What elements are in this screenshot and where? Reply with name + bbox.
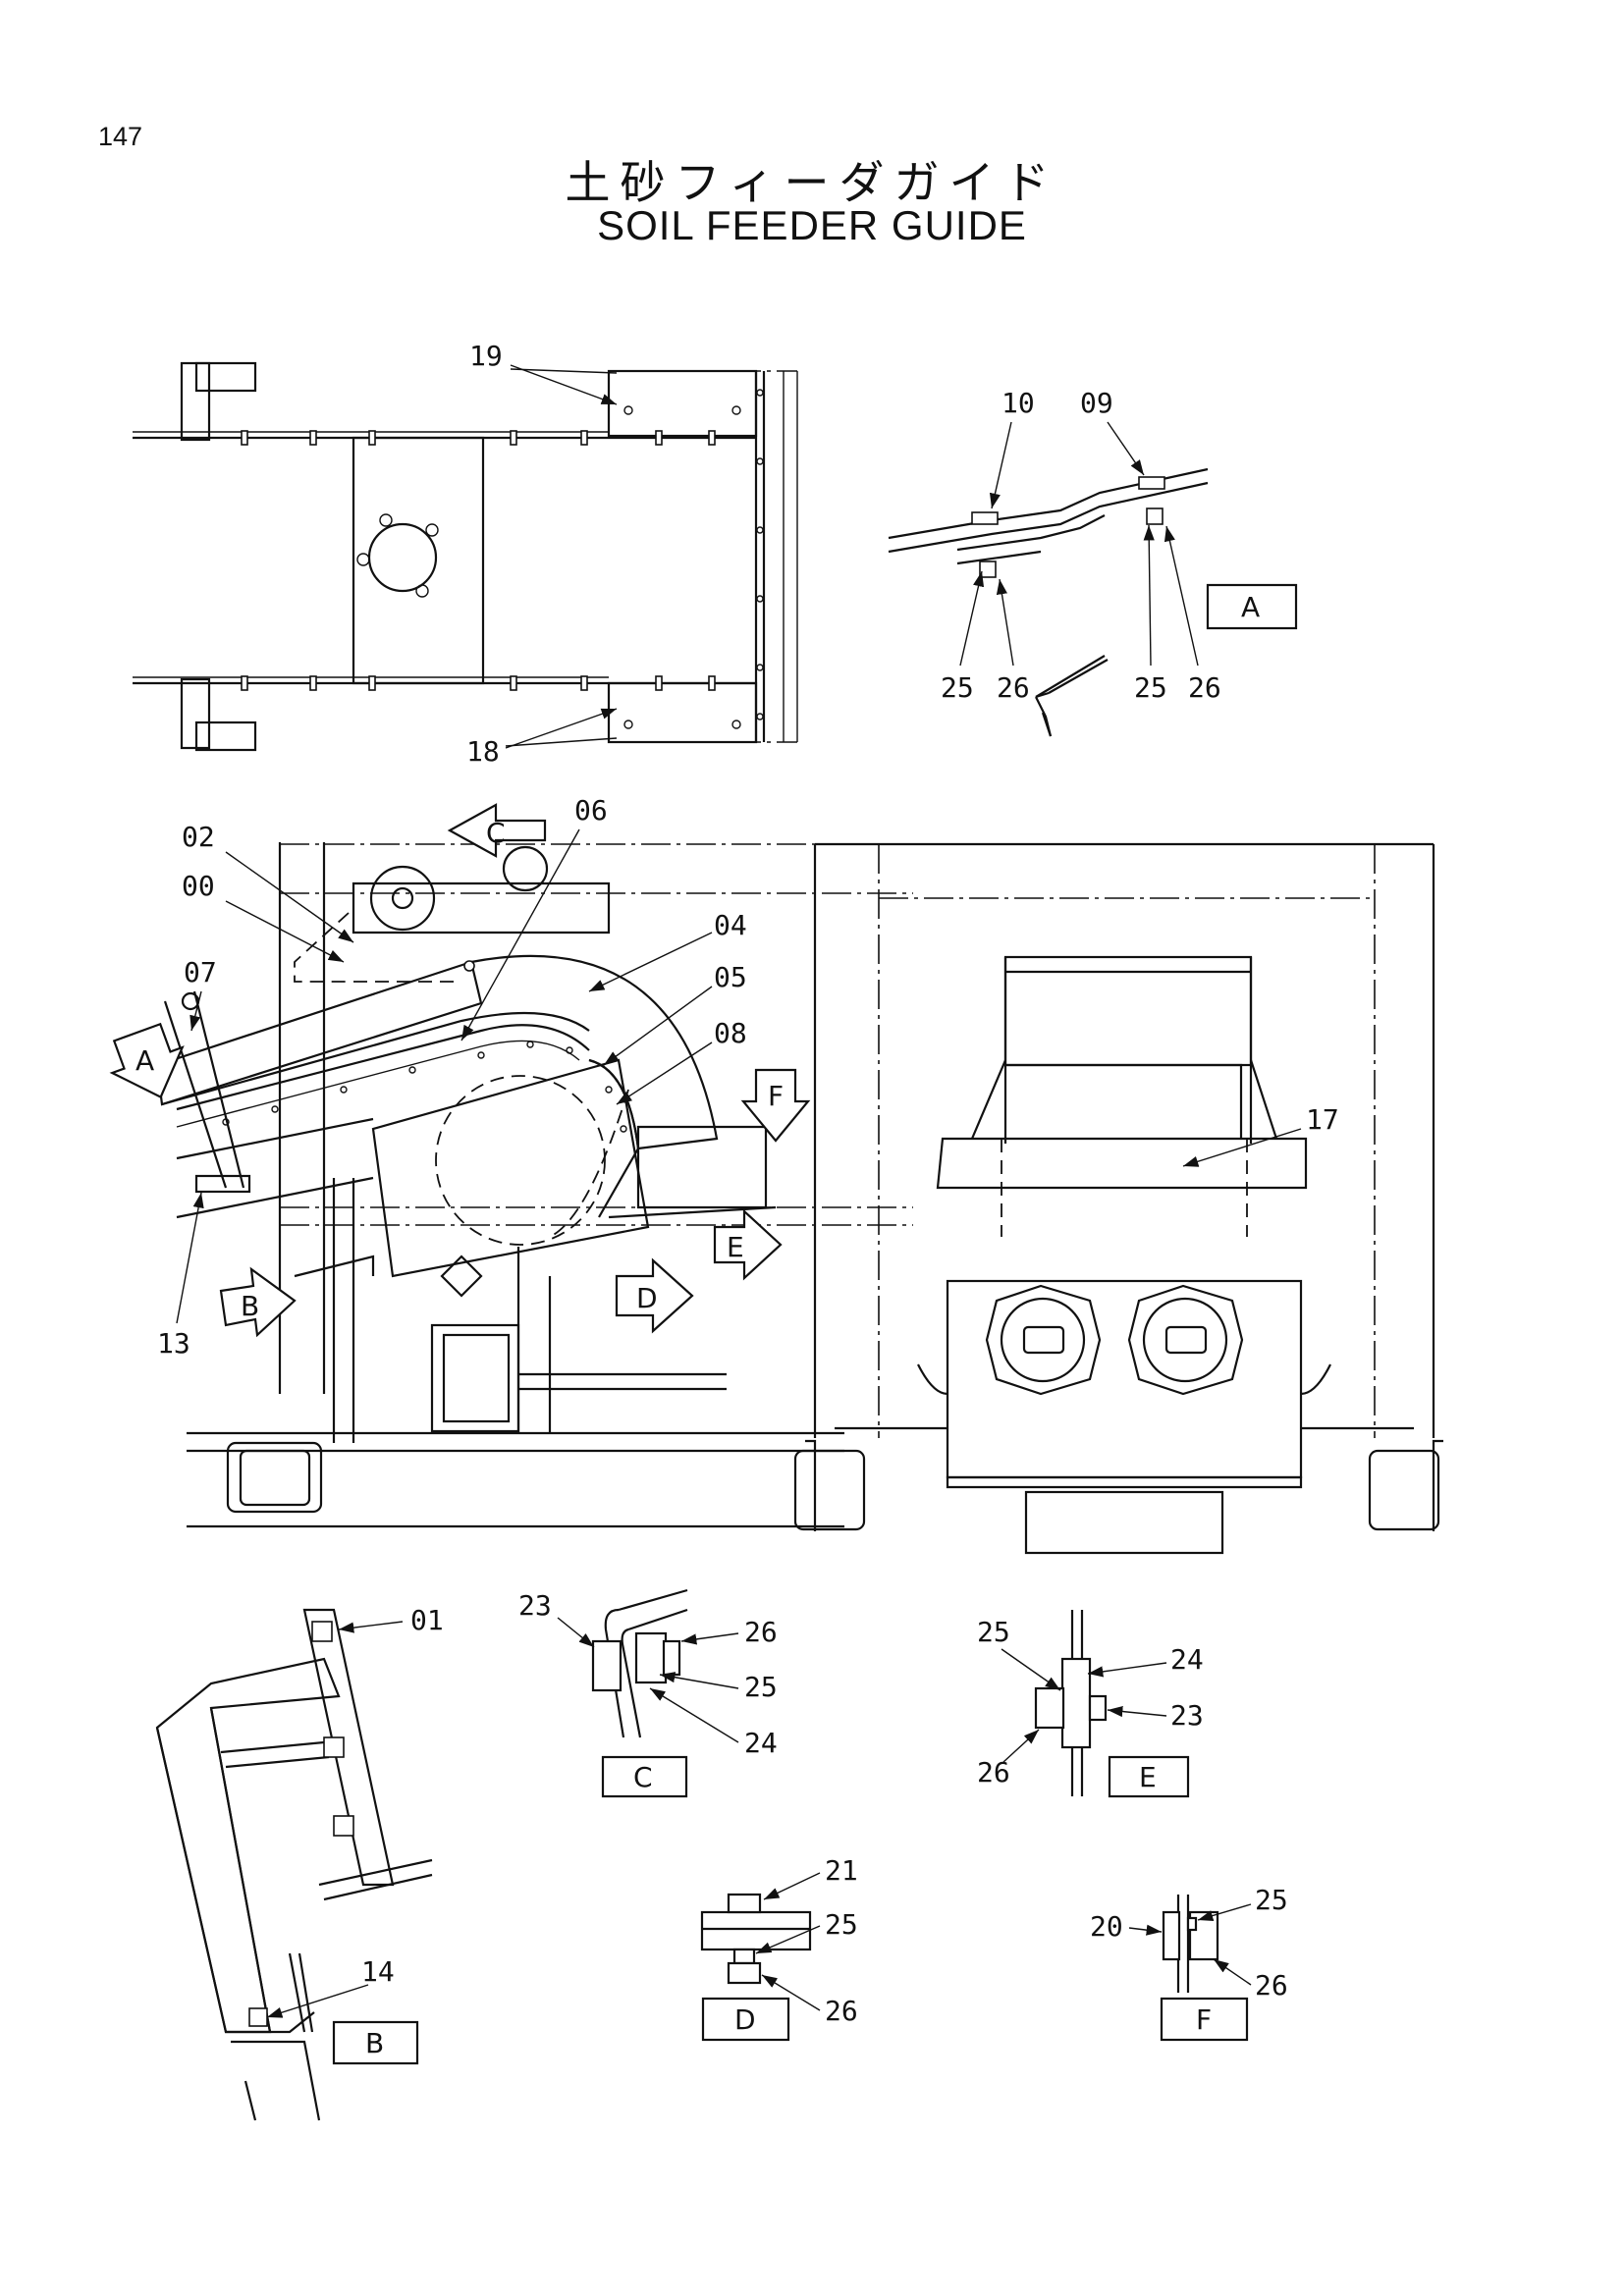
- view-label-b: B: [365, 2027, 384, 2059]
- part-callouts: 19 18 10 09 25 26 25 26 06 02 00 04 05 0…: [157, 340, 1339, 2027]
- callout-18: 18: [466, 735, 500, 768]
- side-view: [155, 842, 913, 1528]
- callout-26-a2: 26: [1188, 671, 1221, 704]
- detail-e: [1034, 1610, 1108, 1796]
- callout-23-e: 23: [1170, 1699, 1204, 1732]
- view-direction-arrows: C A F E D B: [109, 803, 811, 1338]
- callout-13: 13: [157, 1327, 190, 1360]
- arrow-label-d: D: [636, 1282, 658, 1314]
- detail-b: [155, 1608, 433, 2121]
- callout-06: 06: [574, 794, 608, 827]
- view-arrow-e: [713, 1208, 783, 1281]
- view-label-d: D: [734, 2003, 756, 2036]
- detail-d: [700, 1893, 812, 1985]
- view-label-e: E: [1139, 1761, 1157, 1793]
- callout-25-e: 25: [977, 1616, 1010, 1648]
- callout-20: 20: [1090, 1910, 1123, 1943]
- callout-04: 04: [714, 909, 747, 941]
- callout-09: 09: [1080, 387, 1113, 419]
- callout-17: 17: [1306, 1103, 1339, 1136]
- callout-23-c: 23: [518, 1589, 552, 1622]
- arrow-label-c: C: [486, 817, 506, 849]
- callout-26-d: 26: [825, 1995, 858, 2027]
- callout-26-a1: 26: [997, 671, 1030, 704]
- callout-07: 07: [184, 956, 217, 988]
- callout-24-e: 24: [1170, 1643, 1204, 1676]
- detail-c: [591, 1588, 688, 1738]
- arrow-label-f: F: [768, 1080, 784, 1112]
- view-arrow-d: [615, 1257, 694, 1334]
- arrow-label-a: A: [135, 1044, 154, 1077]
- view-arrow-a: [109, 1022, 185, 1099]
- callout-19: 19: [469, 340, 503, 372]
- title-japanese: 土砂フィーダガイド: [565, 156, 1059, 209]
- callout-24-c: 24: [744, 1727, 778, 1759]
- front-view: [793, 842, 1443, 1555]
- view-arrow-c: [447, 803, 547, 858]
- view-label-a: A: [1241, 591, 1260, 623]
- callout-25-d: 25: [825, 1908, 858, 1941]
- callout-26-c: 26: [744, 1616, 778, 1648]
- callout-25-c: 25: [744, 1671, 778, 1703]
- callout-02: 02: [182, 821, 215, 853]
- callout-10: 10: [1001, 387, 1035, 419]
- callout-25-a1: 25: [941, 671, 974, 704]
- callout-21: 21: [825, 1854, 858, 1887]
- callout-14: 14: [361, 1955, 395, 1988]
- view-label-c: C: [633, 1761, 653, 1793]
- page-number: 147: [98, 122, 143, 151]
- arrow-label-b: B: [241, 1290, 259, 1322]
- callout-25-a2: 25: [1134, 671, 1167, 704]
- callout-00: 00: [182, 870, 215, 902]
- title-english: SOIL FEEDER GUIDE: [597, 202, 1027, 248]
- top-view-frame: [133, 361, 798, 752]
- view-arrow-f: [740, 1068, 811, 1143]
- callout-25-f: 25: [1255, 1884, 1288, 1916]
- detail-a: [888, 467, 1209, 737]
- callout-26-f: 26: [1255, 1969, 1288, 2002]
- callout-01: 01: [410, 1604, 444, 1636]
- view-arrow-b: [219, 1266, 297, 1338]
- callout-05: 05: [714, 961, 747, 993]
- arrow-label-e: E: [727, 1231, 744, 1263]
- callout-08: 08: [714, 1017, 747, 1049]
- view-label-f: F: [1196, 2003, 1212, 2036]
- detail-f: [1162, 1895, 1219, 1993]
- view-labels: A B C D E F: [332, 583, 1298, 2065]
